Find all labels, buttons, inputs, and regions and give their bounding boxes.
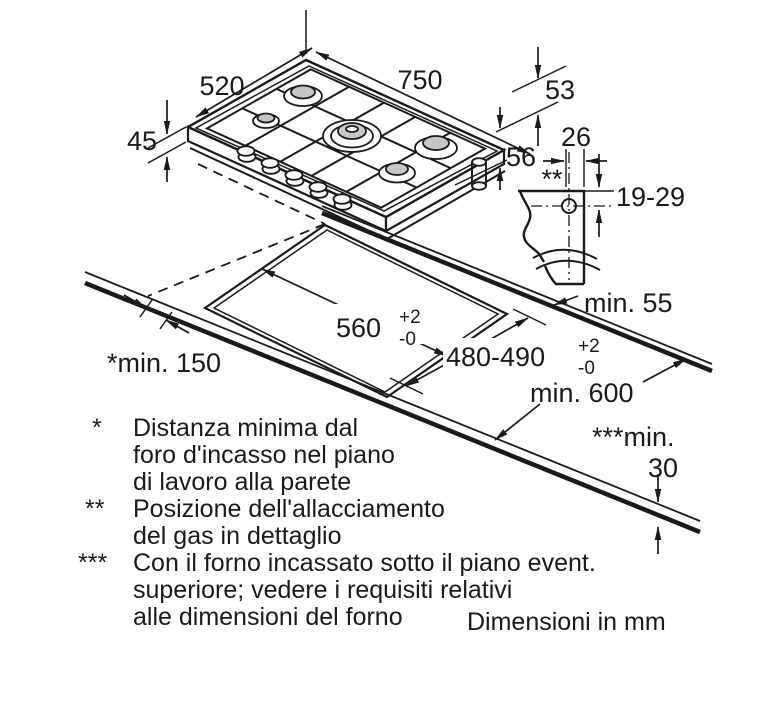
burner-back-right <box>414 135 458 160</box>
footnote-3-line-3: alle dimensioni del forno <box>133 603 403 631</box>
min-oven-gap-label: ***min. <box>592 422 675 452</box>
bracket-bottom-edge <box>543 265 584 286</box>
gas-connection-stub <box>471 157 487 191</box>
burner-front-left <box>252 112 280 129</box>
gas-position-marker: ** <box>541 164 563 194</box>
hob-height-label: 45 <box>127 126 157 156</box>
dim-cutout-depth: 480-490 +2 -0 <box>389 308 600 395</box>
burner-back-left <box>283 84 323 107</box>
footnote-2-line-1: Posizione dell'allacciamento <box>133 495 445 523</box>
min-depth-label: min. 600 <box>530 378 634 408</box>
cutout-width-tol-minus: -0 <box>399 329 416 350</box>
hob-skirt-line <box>189 147 506 241</box>
units-note: Dimensioni in mm <box>467 608 666 636</box>
cutout-depth-tol-minus: -0 <box>578 358 595 379</box>
worktop-front-edge-thin <box>84 271 701 522</box>
footnote-2-symbol: ** <box>85 495 105 523</box>
cutout-width-tol-plus: +2 <box>399 307 421 328</box>
dim-min-oven-gap: ***min. 30 <box>592 422 678 554</box>
gas-drop-label: 56 <box>506 142 536 172</box>
cutout-depth-label: 480-490 <box>446 342 545 372</box>
burner-front-right <box>378 162 416 184</box>
footnote-1-symbol: * <box>92 414 102 442</box>
projection-dashed-line-left <box>197 163 326 225</box>
footnote-1-line-1: Distanza minima dal <box>133 414 358 442</box>
worktop-front-edge-thick <box>84 280 701 535</box>
break-arc-upper <box>532 248 598 260</box>
footnote-3-line-2: superiore; vedere i requisiti relativi <box>133 576 512 604</box>
dim-hob-height: 45 <box>127 100 187 182</box>
gas-range-label: 19-29 <box>616 182 685 212</box>
dim-hob-depth: 520 <box>195 47 313 118</box>
gas-connection-detail: 26 ** 19-29 <box>518 122 685 286</box>
projection-dashed-line-wall <box>147 223 326 297</box>
dim-cutout-width: 560 +2 -0 <box>261 268 448 357</box>
hob-width-label: 750 <box>397 65 442 95</box>
hob-profile-label: 53 <box>545 75 575 105</box>
min-back-label: min. 55 <box>584 288 673 318</box>
footnotes: * Distanza minima dal foro d'incasso nel… <box>78 414 666 636</box>
gas-inlet-hole <box>561 198 577 214</box>
footnote-3-line-1: Con il forno incassato sotto il piano ev… <box>133 549 596 577</box>
bracket-torn-edge <box>518 190 546 263</box>
worktop-cutout-view: 560 +2 -0 480-490 +2 -0 min. 55 min. 600 <box>84 163 713 554</box>
min-wall-label: *min. 150 <box>107 348 221 378</box>
hob-isometric-view: 750 520 45 53 56 <box>127 10 575 241</box>
dim-min-wall-distance: *min. 150 <box>107 294 221 378</box>
dim-min-worktop-depth: min. 600 <box>494 358 687 441</box>
dim-gas-range: 19-29 <box>595 154 685 237</box>
footnote-1-line-2: foro d'incasso nel piano <box>133 441 395 469</box>
min-oven-gap-value: 30 <box>648 453 678 483</box>
cutout-width-label: 560 <box>336 313 381 343</box>
break-arc-lower <box>535 259 601 271</box>
dim-gas-drop: 56 <box>454 107 536 190</box>
footnote-3-symbol: *** <box>78 549 107 577</box>
dim-hob-profile: 53 <box>495 47 575 146</box>
footnote-2-line-2: del gas in dettaglio <box>133 522 341 550</box>
dim-min-back-edge: min. 55 <box>553 288 673 318</box>
cutout-depth-tol-plus: +2 <box>578 336 600 357</box>
hob-depth-label: 520 <box>199 71 244 101</box>
control-knobs <box>236 145 353 211</box>
burner-center-wok <box>322 119 382 153</box>
gas-width-label: 26 <box>561 122 591 152</box>
dim-gas-width: 26 <box>543 122 607 187</box>
footnote-1-line-3: di lavoro alla parete <box>133 468 351 496</box>
dim-hob-width: 750 <box>305 10 531 155</box>
